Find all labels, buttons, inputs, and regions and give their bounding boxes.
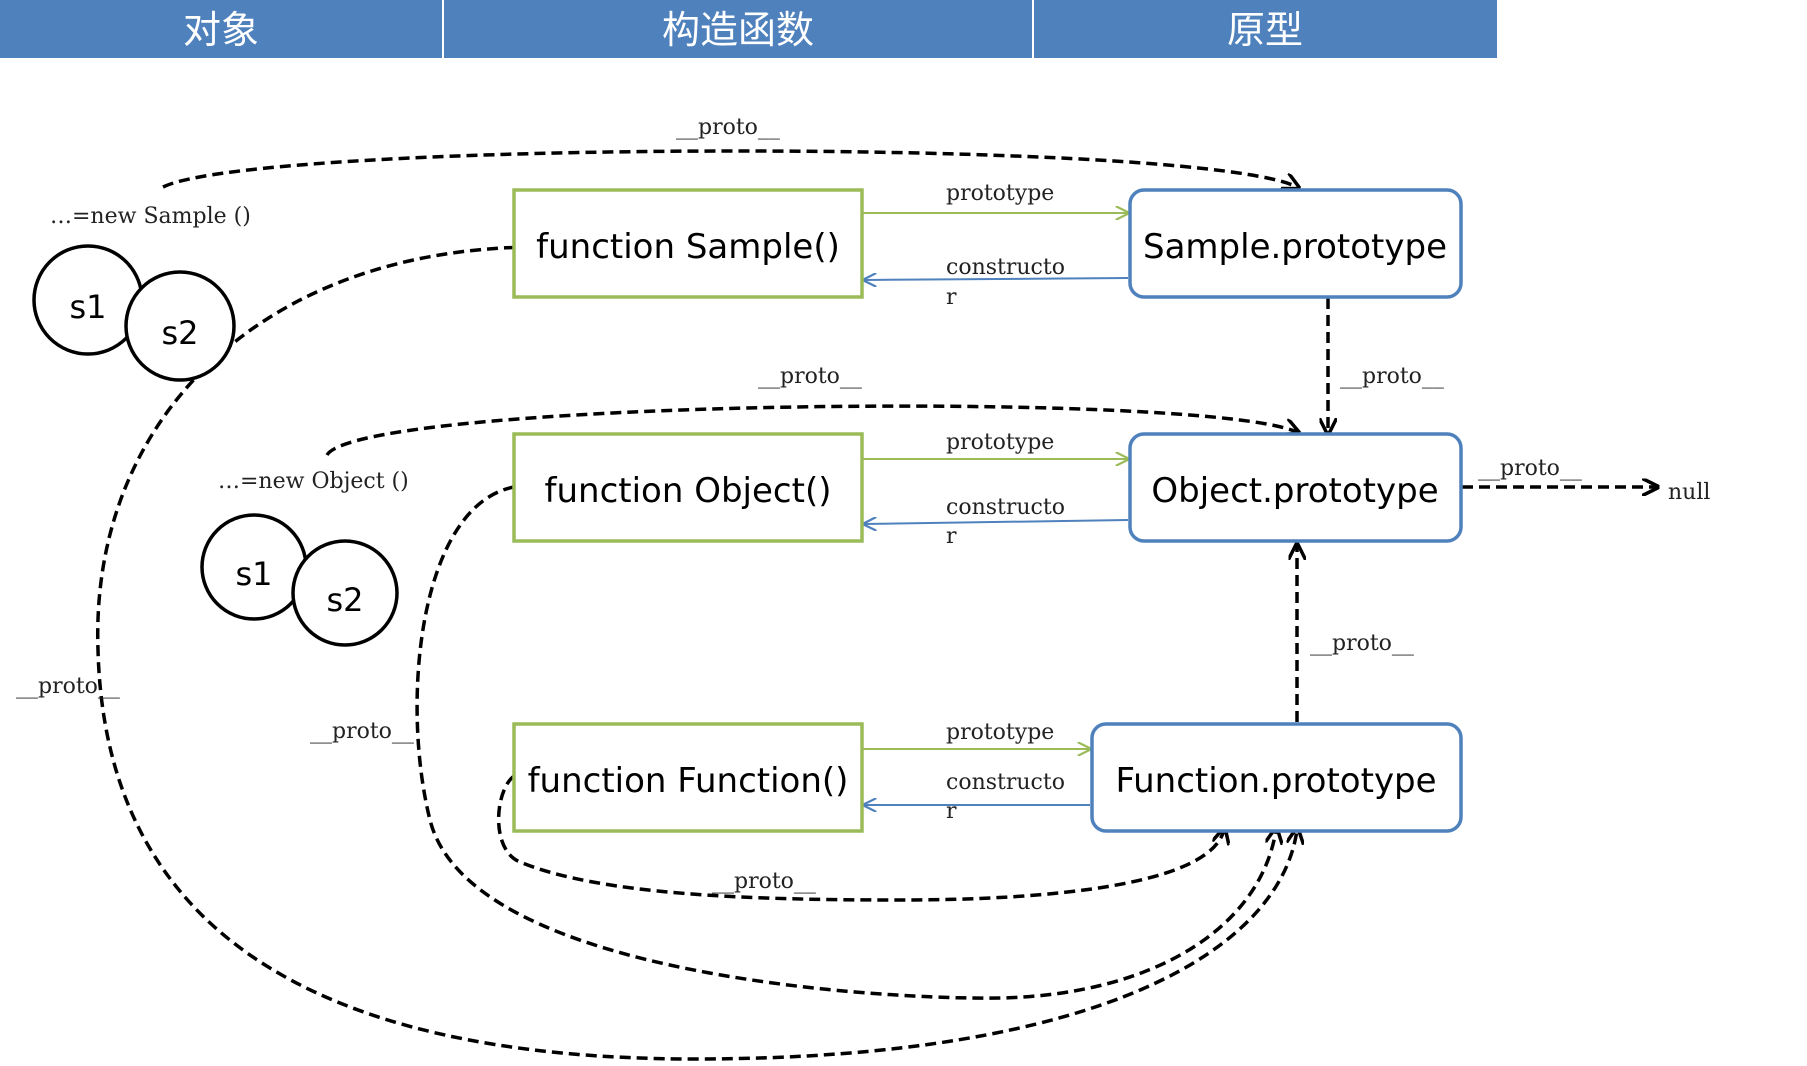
constructor-arrow-object	[864, 520, 1129, 524]
constructor-label-object-1: constructo	[946, 495, 1065, 520]
header-prototypes-label: 原型	[1227, 8, 1303, 52]
object-prototype-box	[1128, 432, 1463, 543]
object-s2-label: s2	[326, 581, 363, 619]
null-label: null	[1668, 480, 1710, 505]
function-prototype-box	[1090, 722, 1463, 833]
object-prototype-label: Object.prototype	[1151, 471, 1438, 511]
object-s1-label: s1	[235, 555, 272, 593]
header-constructors-label: 构造函数	[662, 8, 814, 52]
sample-prototype-box	[1128, 188, 1463, 299]
function-function-box	[512, 722, 864, 833]
constructor-column: function Sample() function Object() func…	[512, 188, 864, 833]
new-sample-label: …=new Sample ()	[50, 204, 251, 229]
proto-arrow-function-sample-to-function-prototype	[96, 245, 1297, 1061]
proto-arrow-object-instances	[325, 404, 1297, 457]
constructor-label-object-2: r	[946, 524, 957, 549]
function-object-label: function Object()	[545, 471, 832, 511]
proto-label-object-prototype: __proto__	[1478, 456, 1582, 481]
new-object-label: …=new Object ()	[218, 469, 409, 494]
prototype-label-sample: prototype	[946, 181, 1054, 206]
header-cell-prototypes	[1034, 0, 1497, 58]
instances-column: …=new Sample () s1 s2 …=new Object () s1…	[32, 204, 409, 647]
proto-label-function-prototype: __proto__	[1310, 631, 1414, 656]
proto-arrow-sample-instances	[162, 149, 1297, 187]
header-bar: 对象 构造函数 原型	[0, 0, 1497, 58]
sample-s1-label: s1	[69, 288, 106, 326]
header-cell-objects	[0, 0, 442, 58]
function-function-label: function Function()	[528, 761, 849, 801]
proto-label-sample-prototype: __proto__	[1340, 364, 1444, 389]
proto-label-object-instances: __proto__	[758, 364, 862, 389]
proto-label-left-outer: __proto__	[16, 674, 120, 699]
sample-s2-label: s2	[161, 314, 198, 352]
prototype-label-object: prototype	[946, 430, 1054, 455]
proto-label-left-inner: __proto__	[310, 719, 414, 744]
proto-arrow-function-object-to-function-prototype	[415, 485, 1276, 1000]
constructor-arrow-sample	[864, 278, 1129, 280]
proto-label-top: __proto__	[676, 115, 780, 140]
function-prototype-label: Function.prototype	[1115, 761, 1436, 801]
function-object-box	[512, 432, 864, 543]
constructor-label-sample-2: r	[946, 285, 957, 310]
prototype-constructor-links	[862, 213, 1128, 805]
constructor-label-function-1: constructo	[946, 770, 1065, 795]
sample-instance-s2	[124, 270, 236, 382]
constructor-label-sample-1: constructo	[946, 255, 1065, 280]
link-labels: prototype constructo r prototype constru…	[16, 115, 1710, 894]
function-sample-box	[512, 188, 864, 299]
header-objects-label: 对象	[183, 8, 259, 52]
prototype-label-function: prototype	[946, 720, 1054, 745]
proto-arrow-function-function-to-function-prototype	[496, 774, 1224, 902]
proto-label-bottom: __proto__	[712, 869, 816, 894]
header-cell-constructors	[444, 0, 1032, 58]
function-sample-label: function Sample()	[536, 227, 840, 267]
prototype-column: Sample.prototype Object.prototype Functi…	[1090, 188, 1463, 833]
sample-prototype-label: Sample.prototype	[1143, 227, 1447, 267]
constructor-label-function-2: r	[946, 799, 957, 824]
object-instance-s2	[291, 539, 399, 647]
